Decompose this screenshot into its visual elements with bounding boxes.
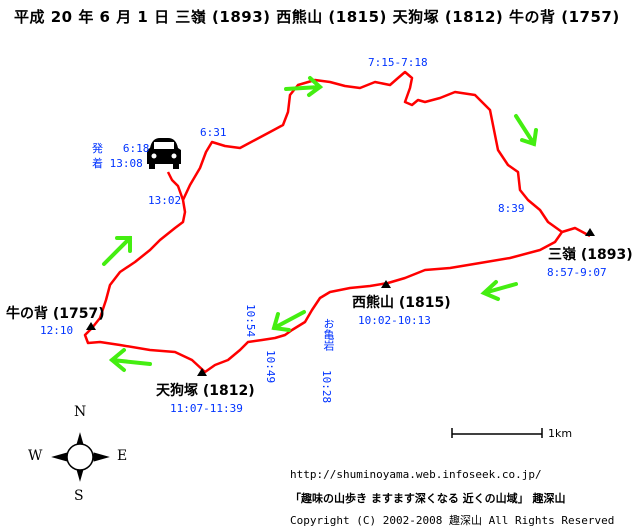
compass-w: W: [28, 448, 43, 464]
time-tenguzuka: 11:07-11:39: [170, 402, 243, 415]
footer-tagline: 「趣味の山歩き ますます深くなる 近くの山域」 趣深山: [290, 492, 566, 505]
arrow-west-tengu: [108, 348, 152, 372]
map-title: 平成 20 年 6 月 1 日 三嶺 (1893) 西熊山 (1815) 天狗塚…: [14, 8, 620, 26]
peak-label-ushinose: 牛の背 (1757): [6, 306, 105, 322]
arrow-southeast: [514, 114, 538, 147]
peak-markers: [86, 228, 595, 376]
summit-icon: [86, 322, 96, 330]
arrive-label: 着 13:08: [92, 155, 143, 171]
compass-s: S: [74, 488, 84, 504]
summit-icon: [381, 280, 391, 288]
footer-url[interactable]: http://shuminoyama.web.infoseek.co.jp/: [290, 468, 542, 481]
compass-e: E: [117, 448, 128, 464]
summit-icon: [197, 368, 207, 376]
time-715: 7:15-7:18: [368, 56, 428, 69]
compass-n: N: [74, 404, 87, 420]
scale-label: 1km: [548, 427, 573, 440]
scale-bar: [451, 428, 543, 438]
time-1054: 10:54: [244, 304, 257, 338]
time-nishikuma: 10:02-10:13: [358, 314, 431, 327]
arrow-west-sanrei: [480, 280, 518, 301]
peak-label-sanrei: 三嶺 (1893): [548, 247, 633, 263]
arrive-kanji: 着: [92, 157, 103, 170]
okameiwa-label: お亀岩: [322, 318, 335, 351]
peak-label-tenguzuka: 天狗塚 (1812): [156, 383, 255, 399]
arrive-time: 13:08: [109, 157, 143, 170]
arrow-southwest: [271, 310, 306, 332]
time-sanrei: 8:57-9:07: [547, 266, 607, 279]
hiking-route: [83, 70, 591, 374]
time-839: 8:39: [498, 202, 525, 215]
peak-label-nishikuma: 西熊山 (1815): [352, 295, 451, 311]
footer-copyright: Copyright (C) 2002-2008 趣深山 All Rights R…: [290, 514, 615, 527]
time-1302: 13:02: [148, 194, 182, 207]
arrow-northeast: [102, 236, 132, 266]
time-ushinose: 12:10: [40, 324, 74, 337]
depart-time: 6:18: [122, 142, 150, 155]
time-1028: 10:28: [320, 370, 333, 404]
car-icon: [147, 138, 181, 169]
direction-arrows: [102, 76, 538, 372]
arrow-east: [284, 76, 324, 97]
time-631: 6:31: [200, 126, 227, 139]
depart-kanji: 発: [92, 142, 103, 155]
summit-icon: [585, 228, 595, 236]
time-1049: 10:49: [264, 350, 277, 384]
compass-rose: [51, 432, 110, 482]
depart-label: 発 6:18: [92, 140, 149, 156]
